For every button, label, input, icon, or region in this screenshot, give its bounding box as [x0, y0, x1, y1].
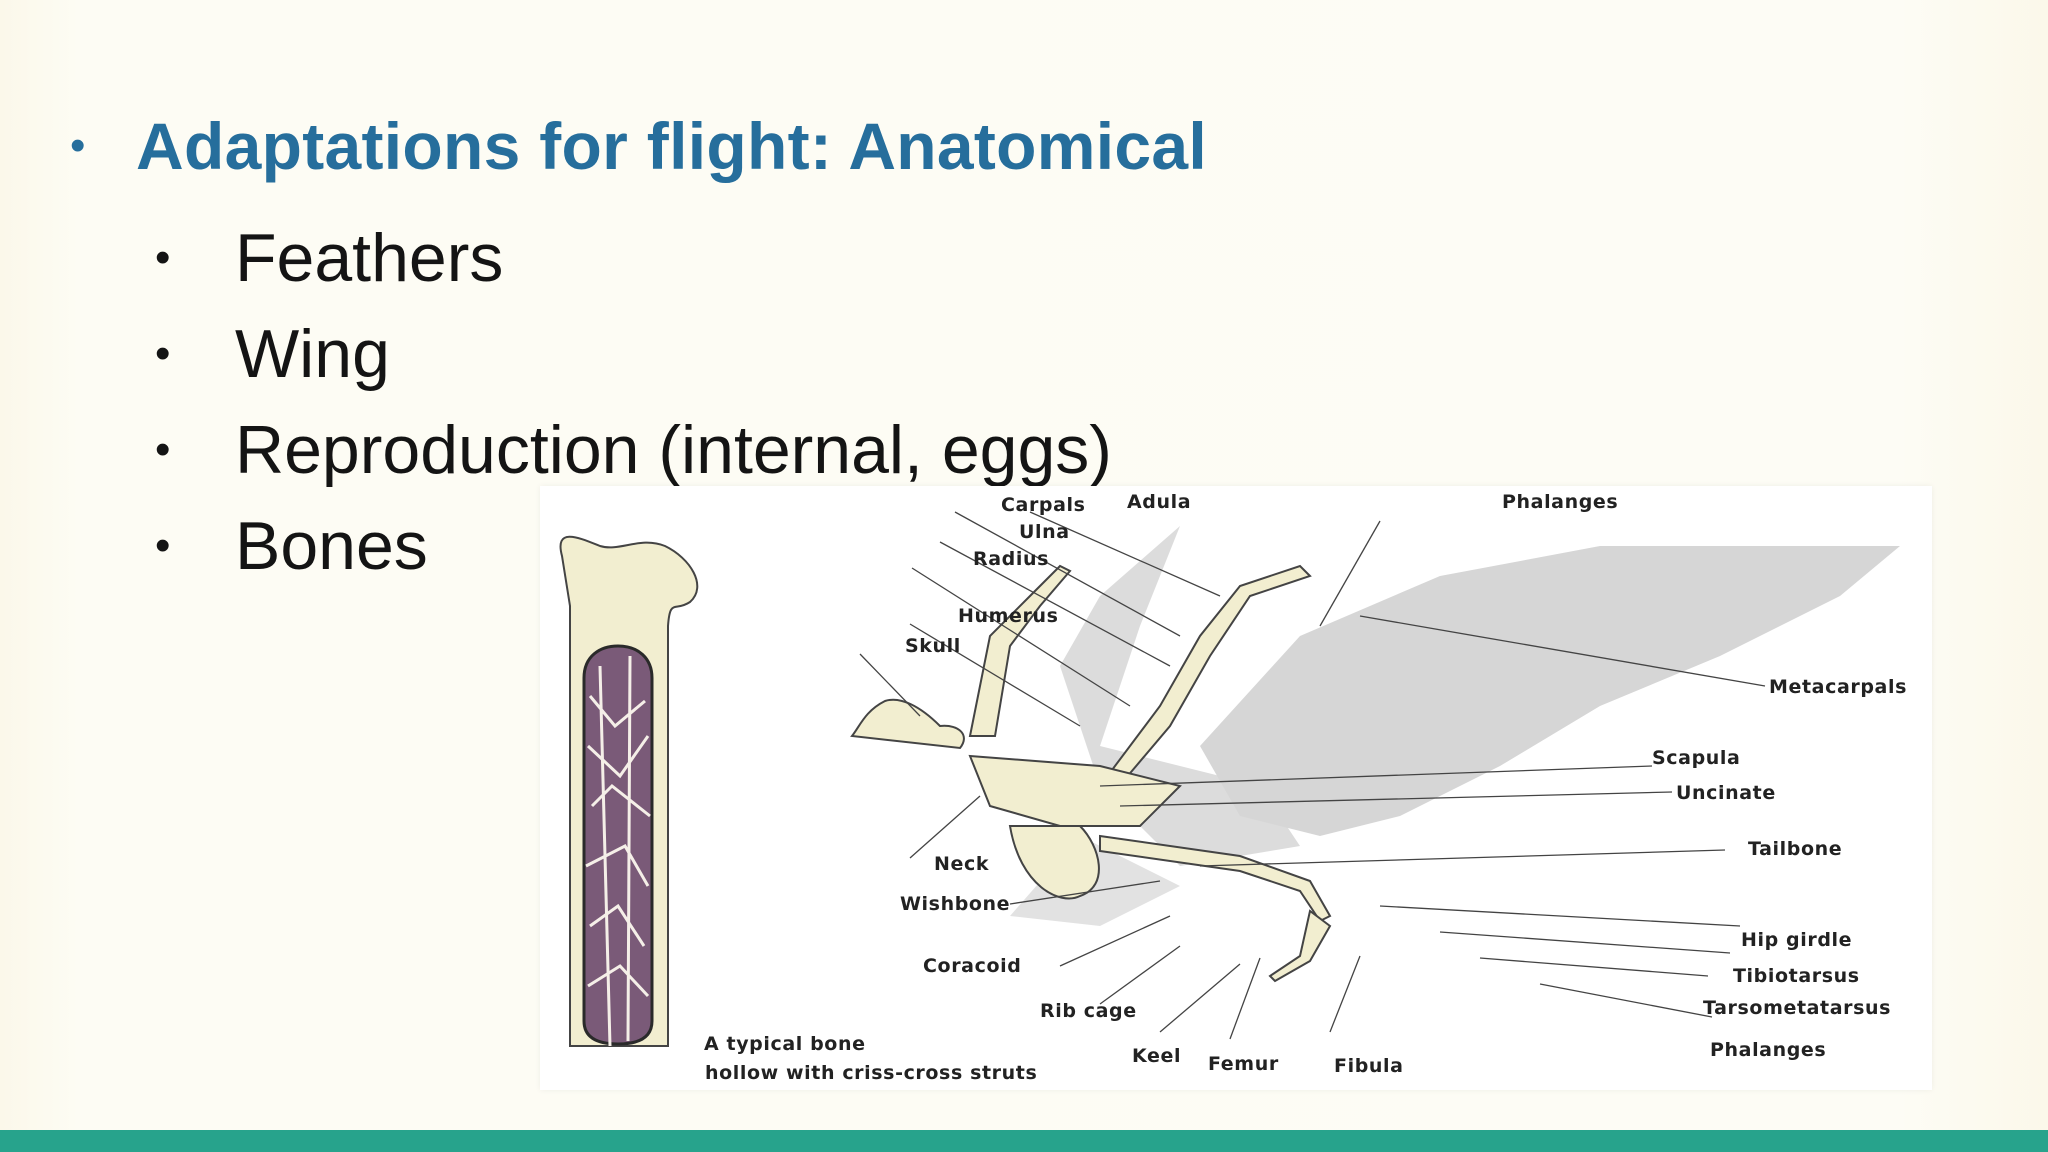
bullet-text: Feathers [235, 220, 504, 296]
label-coracoid: Coracoid [923, 955, 1021, 977]
keel-bone [1008, 825, 1100, 900]
ribcage-bone [968, 754, 1182, 827]
bird-skeleton-svg: Carpals Adula Phalanges Ulna Radius Hume… [559, 491, 1907, 1084]
label-rib-cage: Rib cage [1040, 1000, 1137, 1022]
label-radius: Radius [973, 548, 1049, 570]
label-phalanges-bottom: Phalanges [1710, 1039, 1826, 1061]
bullet-dot: • [155, 425, 171, 474]
bone-caption-line1: A typical bone [704, 1033, 866, 1055]
label-wishbone: Wishbone [900, 893, 1010, 915]
bullet-item-wing: • Wing [155, 306, 1112, 402]
label-ulna: Ulna [1019, 521, 1070, 543]
slide-title: Adaptations for flight: Anatomical [136, 109, 1208, 183]
title-bullet: • [70, 121, 86, 170]
bullet-text: Reproduction (internal, eggs) [235, 412, 1112, 488]
label-keel: Keel [1132, 1045, 1181, 1067]
bullet-text: Bones [235, 508, 428, 584]
wing-bone-left [968, 564, 1072, 737]
bullet-list: • Feathers • Wing • Reproduction (intern… [155, 210, 1112, 594]
label-metacarpals: Metacarpals [1769, 676, 1907, 698]
label-fibula: Fibula [1334, 1055, 1404, 1077]
bullet-item-reproduction: • Reproduction (internal, eggs) [155, 402, 1112, 498]
foot-bone [1268, 909, 1332, 983]
bullet-text: Wing [235, 316, 390, 392]
bone-caption-line2: hollow with criss-cross struts [705, 1062, 1037, 1084]
label-neck: Neck [934, 853, 989, 875]
label-femur: Femur [1208, 1053, 1279, 1075]
bullet-item-bones: • Bones [155, 498, 1112, 594]
label-tailbone: Tailbone [1748, 838, 1842, 860]
wing-bone-right [1098, 564, 1312, 793]
bullet-dot: • [155, 329, 171, 378]
skull-bone [850, 698, 965, 750]
leader-lines [859, 511, 1766, 1040]
bullet-dot: • [155, 233, 171, 282]
label-humerus: Humerus [958, 605, 1059, 627]
label-carpals: Carpals [1001, 494, 1086, 516]
bone-struts [585, 655, 651, 1047]
label-skull: Skull [905, 635, 961, 657]
label-uncinate: Uncinate [1676, 782, 1776, 804]
bullet-dot: • [155, 521, 171, 570]
footer-accent-bar [0, 1130, 2048, 1152]
label-tarsometatarsus: Tarsometatarsus [1703, 997, 1891, 1019]
bone-marrow [582, 644, 654, 1046]
label-scapula: Scapula [1652, 747, 1740, 769]
slide-title-row: • Adaptations for flight: Anatomical [70, 108, 1207, 184]
bird-skeleton-diagram: Carpals Adula Phalanges Ulna Radius Hume… [540, 486, 1932, 1090]
label-tibiotarsus: Tibiotarsus [1733, 965, 1860, 987]
label-phalanges-top: Phalanges [1502, 491, 1618, 513]
bullet-item-feathers: • Feathers [155, 210, 1112, 306]
label-adula: Adula [1127, 491, 1191, 513]
label-hip-girdle: Hip girdle [1741, 929, 1852, 951]
